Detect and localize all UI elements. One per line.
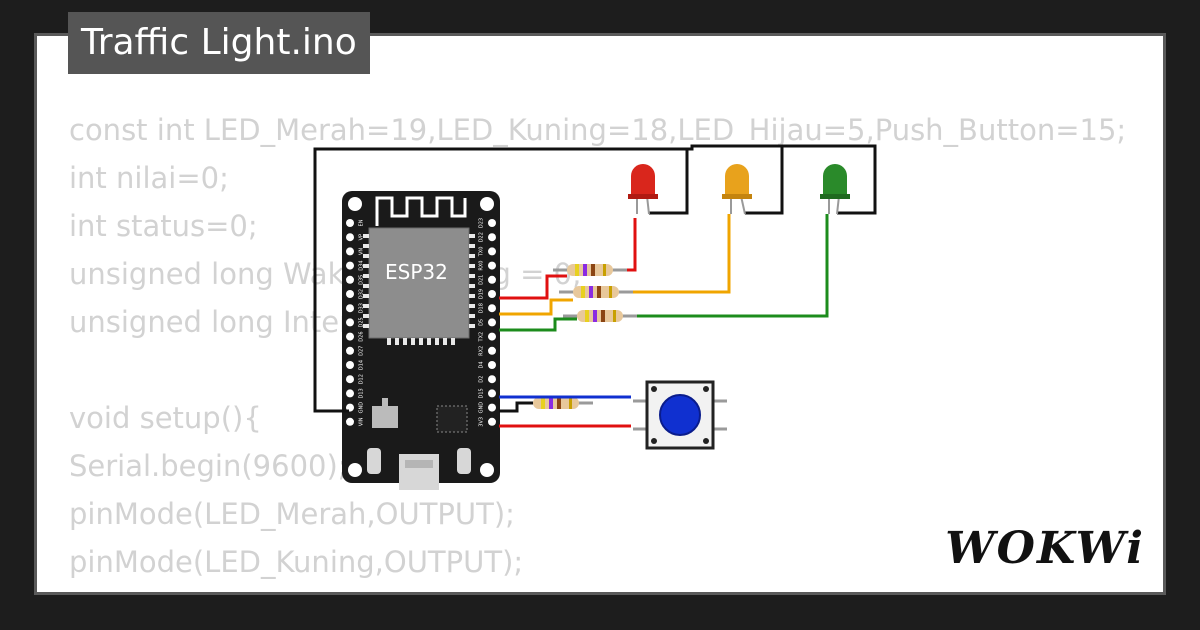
- header-pin: [346, 233, 354, 242]
- pin-label-right: TX0: [479, 247, 485, 258]
- header-pin: [488, 361, 496, 369]
- header-pin: [488, 375, 496, 384]
- pin-label-left: D26: [359, 331, 365, 341]
- header-pin: [488, 417, 496, 426]
- pin-label-right: D19: [479, 289, 485, 299]
- pin-label-left: EN: [359, 219, 365, 226]
- pin-label-left: VP: [359, 234, 365, 240]
- pin-label-right: GND: [479, 402, 485, 414]
- code-line: pinMode(LED_Merah,OUTPUT);: [69, 497, 515, 531]
- header-pin: [346, 290, 354, 298]
- header-pin: [488, 332, 496, 341]
- resistor-3: [563, 310, 637, 322]
- pin-label-left: D27: [359, 346, 365, 356]
- led-red: [628, 164, 658, 215]
- header-pin: [346, 304, 354, 313]
- pin-label-left: D32: [359, 289, 365, 299]
- wokwi-logo: WOKWi: [945, 523, 1145, 574]
- header-pin: [346, 346, 354, 355]
- pin-label-right: TX2: [479, 332, 485, 343]
- header-pin: [346, 361, 354, 369]
- push-button: [633, 380, 727, 450]
- header-pin: [488, 261, 496, 270]
- led-green: [820, 164, 850, 215]
- pin-label-right: RX0: [479, 261, 485, 271]
- pin-label-right: D2: [479, 376, 485, 383]
- header-pin: [346, 275, 354, 284]
- header-pin: [488, 389, 496, 398]
- pin-label-left: VN: [359, 248, 365, 255]
- header-pin: [488, 304, 496, 313]
- header-pin: [488, 275, 496, 284]
- header-pin: [488, 346, 496, 355]
- pin-label-left: D25: [359, 317, 365, 327]
- pin-label-right: D4: [479, 361, 485, 368]
- pin-label-left: D12: [359, 374, 365, 384]
- pin-label-right: D18: [479, 303, 485, 313]
- pin-label-right: D5: [479, 319, 485, 326]
- pin-label-right: D21: [479, 275, 485, 285]
- pin-label-right: 3V3: [479, 417, 485, 427]
- header-pin: [346, 332, 354, 341]
- pin-label-right: D15: [479, 388, 485, 398]
- header-pin: [346, 247, 354, 256]
- led-yellow: [722, 164, 752, 215]
- resistor-2: [559, 286, 633, 298]
- pin-label-left: D14: [359, 360, 365, 370]
- wires: [313, 144, 877, 428]
- code-line: Serial.begin(9600);: [69, 449, 348, 483]
- resistor-1: [553, 264, 627, 276]
- pin-label-left: D33: [359, 303, 365, 313]
- header-pin: [346, 375, 354, 384]
- esp32-label: ESP32: [385, 260, 448, 284]
- header-pin: [488, 290, 496, 298]
- resistors: [519, 264, 637, 409]
- header-pin: [346, 389, 354, 398]
- header-pin: [346, 219, 354, 227]
- code-line: pinMode(LED_Kuning,OUTPUT);: [69, 545, 524, 579]
- header-pin: [488, 219, 496, 227]
- header-pin: [346, 261, 354, 270]
- header-pin: [488, 403, 496, 412]
- code-line: int nilai=0;: [69, 161, 229, 195]
- pin-label-left: VIN: [359, 417, 365, 426]
- code-line: void setup(){: [69, 401, 262, 435]
- code-line: int status=0;: [69, 209, 258, 243]
- code-line: const int LED_Merah=19,LED_Kuning=18,LED…: [69, 113, 1127, 147]
- pin-label-right: D22: [479, 232, 485, 242]
- pin-label-right: D23: [479, 218, 485, 228]
- preview-card: const int LED_Merah=19,LED_Kuning=18,LED…: [34, 33, 1166, 595]
- header-pin: [346, 417, 354, 426]
- page-title: Traffic Light.ino: [68, 12, 370, 74]
- header-pin: [488, 233, 496, 242]
- pin-label-left: GND: [359, 402, 365, 414]
- header-pin: [488, 318, 496, 327]
- pin-label-left: D35: [359, 275, 365, 285]
- header-pin: [346, 318, 354, 327]
- header-pin: [488, 247, 496, 256]
- pin-label-left: D34: [359, 260, 365, 270]
- pin-label-right: RX2: [479, 346, 485, 356]
- pin-label-left: D13: [359, 388, 365, 398]
